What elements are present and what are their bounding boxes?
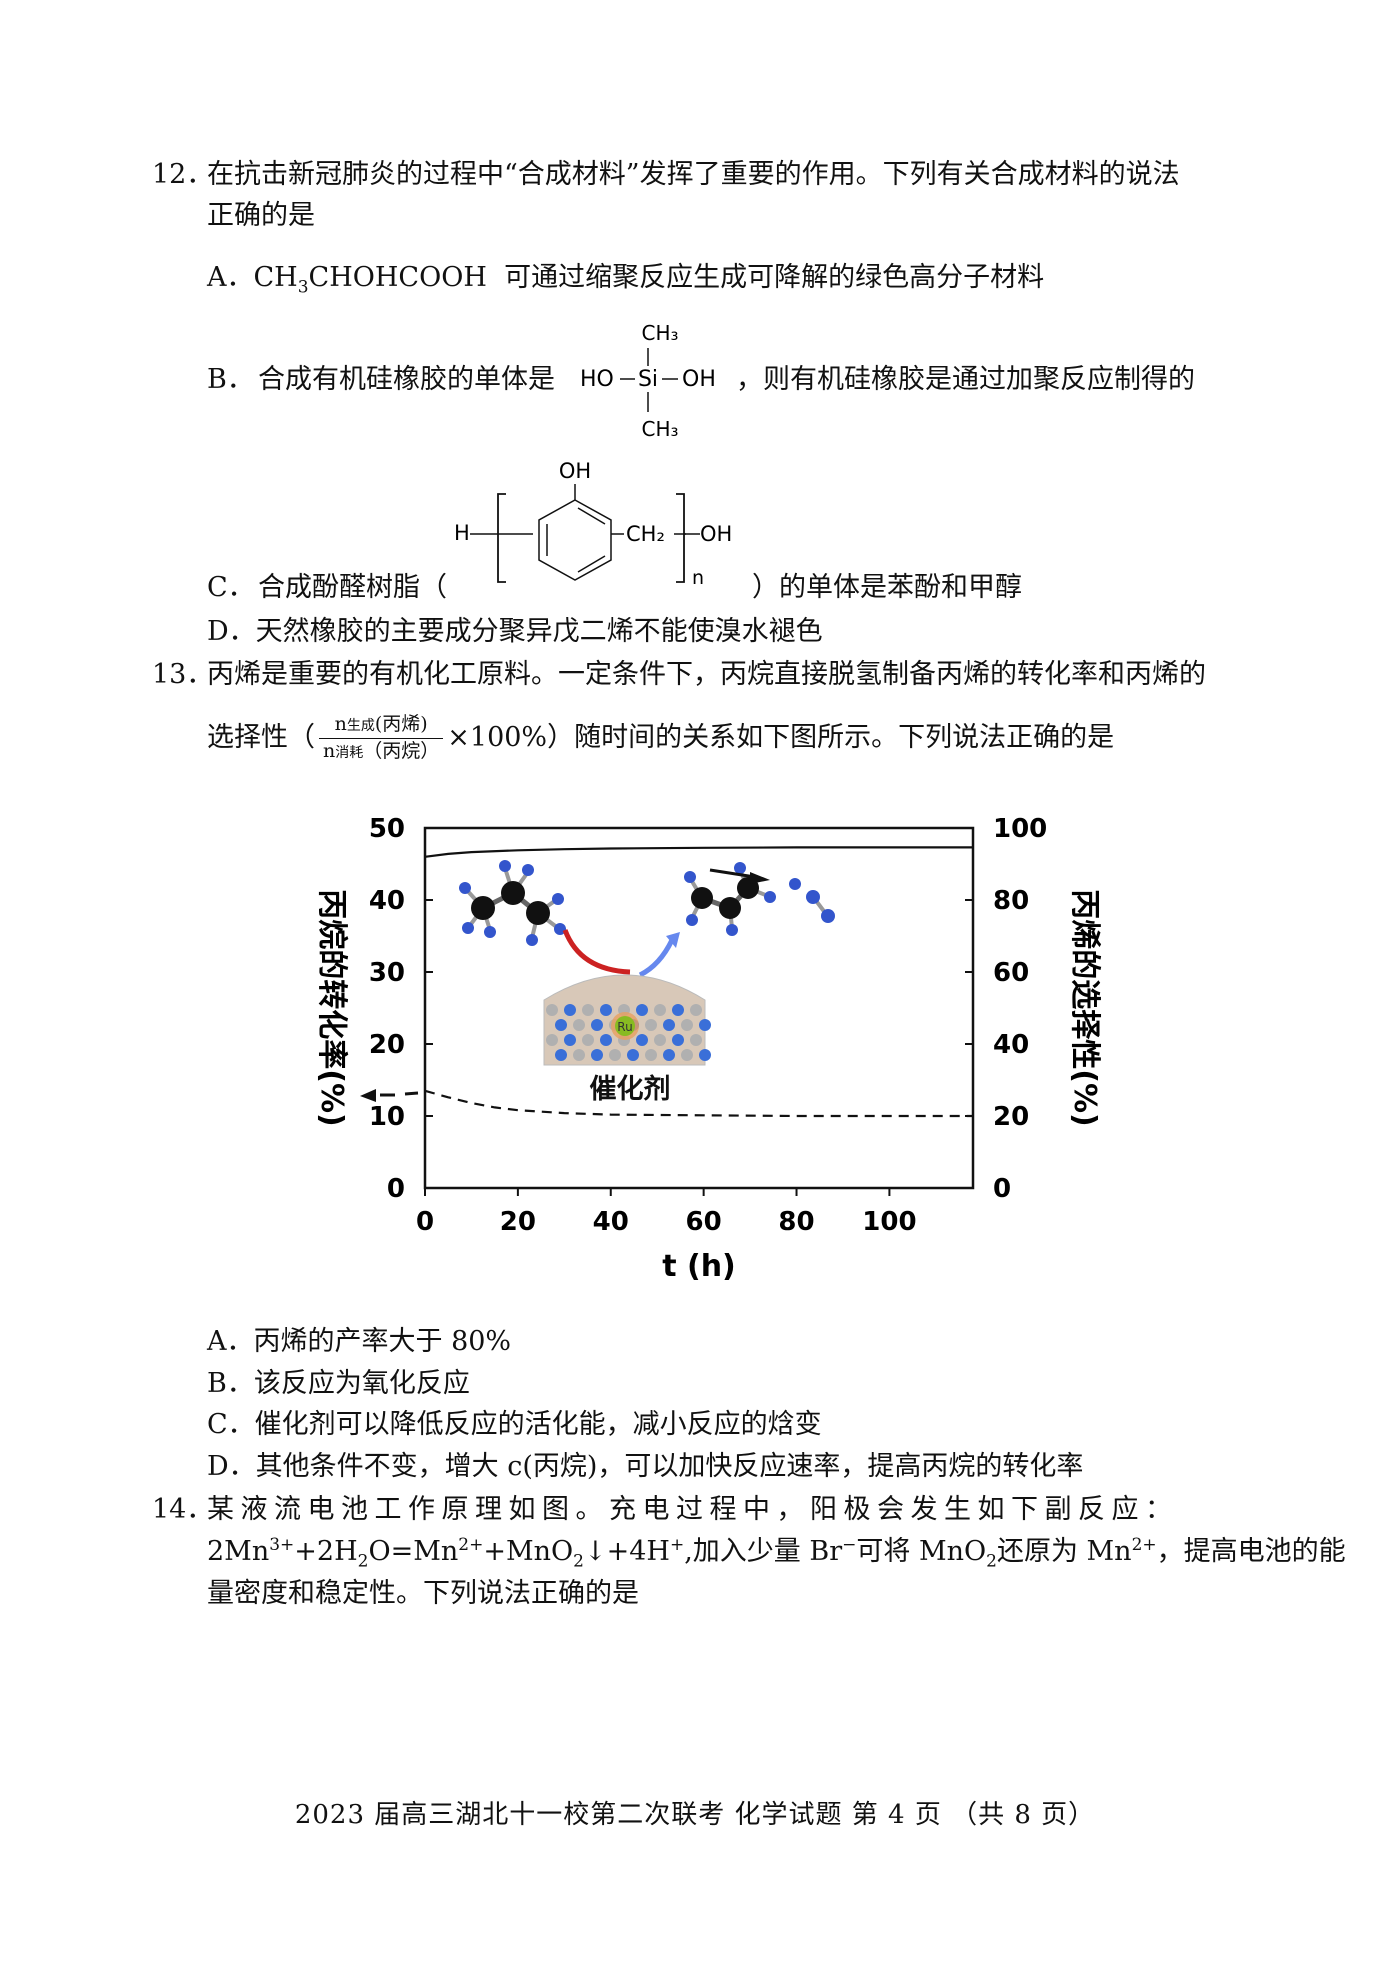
adsorption-arrow-icon [562, 929, 631, 975]
x-axis-label: t (h) [662, 1249, 736, 1284]
y-left-axis-label: 丙烷的转化率(%) [314, 889, 349, 1126]
q12-stem-line2: 正确的是 [207, 200, 315, 231]
q12-option-d: D．天然橡胶的主要成分聚异戊二烯不能使溴水褪色 [207, 612, 823, 652]
q12-option-b-label: B． [207, 364, 254, 395]
q12-option-b-text-post: ，则有机硅橡胶是通过加聚反应制得的 [736, 364, 1195, 395]
y-left-tick-label: 50 [369, 814, 405, 844]
struct-c-n: n [692, 567, 704, 589]
struct-b-bottom: CH₃ [641, 417, 678, 441]
y-right-tick-label: 80 [993, 886, 1029, 916]
catalyst-illustration: Ru 催化剂 [459, 860, 835, 1105]
q13-option-a: A．丙烯的产率大于 80% [207, 1326, 512, 1357]
selectivity-fraction: n生成(丙烯)n消耗（丙烷） [319, 712, 444, 765]
y-left-tick-label: 20 [369, 1030, 405, 1060]
q13-stem-line2: 选择性（n生成(丙烯)n消耗（丙烷）×100%）随时间的关系如下图所示。下列说法… [207, 712, 1114, 765]
y-left-tick-label: 30 [369, 958, 405, 988]
x-tick-label: 0 [416, 1207, 434, 1237]
struct-c-ch2: CH₂ [626, 522, 665, 546]
svg-text:丙烷的转化率(%): 丙烷的转化率(%) [314, 889, 349, 1126]
struct-c-h: H [454, 521, 470, 545]
q12-option-a: A．CH3CHOHCOOH 可通过缩聚反应生成可降解的绿色高分子材料 [207, 258, 1044, 298]
q12-option-c-text-pre: 合成酚醛树脂（ [258, 572, 447, 603]
x-tick-label: 80 [778, 1207, 814, 1237]
q14-line1: 某液流电池工作原理如图。充电过程中，阳极会发生如下副反应： [207, 1494, 1179, 1525]
y-right-tick-label: 0 [993, 1174, 1011, 1204]
q14-line3: 量密度和稳定性。下列说法正确的是 [207, 1578, 639, 1609]
q12-option-a-formula: CH3CHOHCOOH [253, 262, 487, 298]
q12-option-c-structure: OH H CH₂ OH n [454, 459, 732, 589]
q13-stem-line1: 丙烯是重要的有机化工原料。一定条件下，丙烷直接脱氢制备丙烯的转化率和丙烯的 [207, 659, 1206, 690]
conversion-series-line [424, 1089, 973, 1118]
y-right-tick-label: 60 [993, 958, 1029, 988]
catalyst-surface-icon: Ru [543, 974, 711, 1066]
y-left-tick-label: 10 [369, 1102, 405, 1132]
q13-option-d: D．其他条件不变，增大 c(丙烷)，可以加快反应速率，提高丙烷的转化率 [207, 1451, 1084, 1482]
q12-option-a-text: 可通过缩聚反应生成可降解的绿色高分子材料 [504, 262, 1045, 293]
q13-option-c: C．催化剂可以降低反应的活化能，减小反应的焓变 [207, 1409, 822, 1440]
y-left-tick-label: 40 [369, 886, 405, 916]
page-footer: 2023 届高三湖北十一校第二次联考 化学试题 第 4 页 （共 8 页） [294, 1800, 1096, 1830]
q12-option-b-text-pre: 合成有机硅橡胶的单体是 [258, 364, 555, 395]
struct-b-center: Si [638, 367, 658, 392]
x-tick-label: 100 [862, 1207, 916, 1237]
x-tick-label: 40 [593, 1207, 629, 1237]
catalyst-label: 催化剂 [590, 1074, 671, 1105]
q12-option-d-text: 天然橡胶的主要成分聚异戊二烯不能使溴水褪色 [255, 616, 823, 647]
x-tick-label: 60 [686, 1207, 722, 1237]
right-axis-arrow-icon [709, 868, 770, 884]
desorption-arrow-icon [638, 938, 675, 978]
left-axis-arrow-icon [360, 1089, 419, 1102]
x-tick-label: 20 [500, 1207, 536, 1237]
struct-c-oh-right: OH [700, 522, 732, 546]
struct-b-left: HO [580, 367, 614, 392]
struct-b-top: CH₃ [641, 321, 678, 345]
hydrogen-molecule-icon [806, 890, 835, 923]
propene-molecule-icon [684, 862, 801, 936]
q12-number: 12． [152, 159, 214, 190]
q13-option-b: B．该反应为氧化反应 [207, 1368, 470, 1399]
y-right-tick-label: 20 [993, 1102, 1029, 1132]
struct-b-right: OH [682, 367, 716, 392]
conversion-selectivity-chart: 0 20 40 60 80 100 0 10 20 30 40 50 0 20 40 60 80 100 t (h)… [314, 814, 1102, 1284]
propane-molecule-icon [459, 860, 566, 946]
struct-c-oh-top: OH [559, 459, 591, 483]
plot-area-frame [423, 826, 975, 1190]
ru-label: Ru [617, 1020, 632, 1034]
q12-option-c-label: C． [207, 572, 255, 603]
q14-line2: 2Mn3++2H2O=Mn2++MnO2↓+4H+,加入少量 Br−可将 MnO… [207, 1535, 1346, 1572]
q14-number: 14． [152, 1494, 214, 1525]
q12-option-c-text-post: ）的单体是苯酚和甲醇 [752, 572, 1022, 603]
y-right-tick-label: 100 [993, 814, 1047, 844]
y-left-tick-label: 0 [387, 1174, 405, 1204]
q13-number: 13． [152, 659, 214, 690]
y-right-tick-label: 40 [993, 1030, 1029, 1060]
svg-text:丙烯的选择性(%): 丙烯的选择性(%) [1067, 889, 1102, 1126]
q12-stem-line1: 在抗击新冠肺炎的过程中“合成材料”发挥了重要的作用。下列有关合成材料的说法 [207, 159, 1180, 190]
selectivity-series-line [424, 846, 973, 858]
q12-option-b-structure: CH₃ HO Si OH CH₃ [580, 321, 716, 441]
q12-option-d-label: D． [207, 616, 256, 647]
q12-option-a-label: A． [207, 262, 254, 293]
y-right-axis-label: 丙烯的选择性(%) [1067, 889, 1102, 1126]
